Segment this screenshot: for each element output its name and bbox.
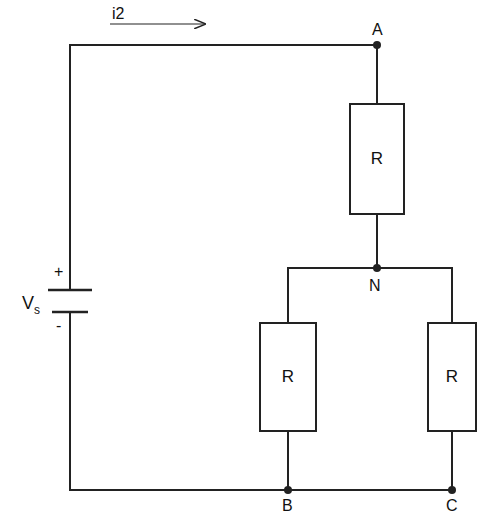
junction-dot	[373, 41, 381, 49]
current-arrow	[110, 23, 205, 24]
node-label: C	[446, 498, 458, 514]
resistor-symbol: R	[259, 322, 317, 432]
source-subscript: s	[34, 304, 40, 316]
battery-plate	[48, 289, 92, 292]
resistor-label: R	[446, 367, 458, 387]
battery-plate	[52, 311, 88, 314]
wire	[288, 432, 452, 490]
node-label: B	[282, 498, 293, 514]
polarity-sign: +	[54, 264, 63, 280]
resistor-label: R	[371, 149, 383, 169]
polarity-sign: -	[56, 318, 61, 334]
resistor-symbol: R	[349, 103, 405, 215]
source-label: V	[22, 294, 34, 312]
node-label: N	[369, 278, 381, 294]
node-label: A	[372, 22, 383, 38]
wire	[377, 215, 452, 322]
resistor-symbol: R	[427, 322, 477, 432]
wire	[70, 312, 288, 490]
wire	[288, 215, 377, 322]
wire	[70, 45, 377, 290]
current-label: i2	[112, 6, 124, 22]
resistor-label: R	[282, 367, 294, 387]
